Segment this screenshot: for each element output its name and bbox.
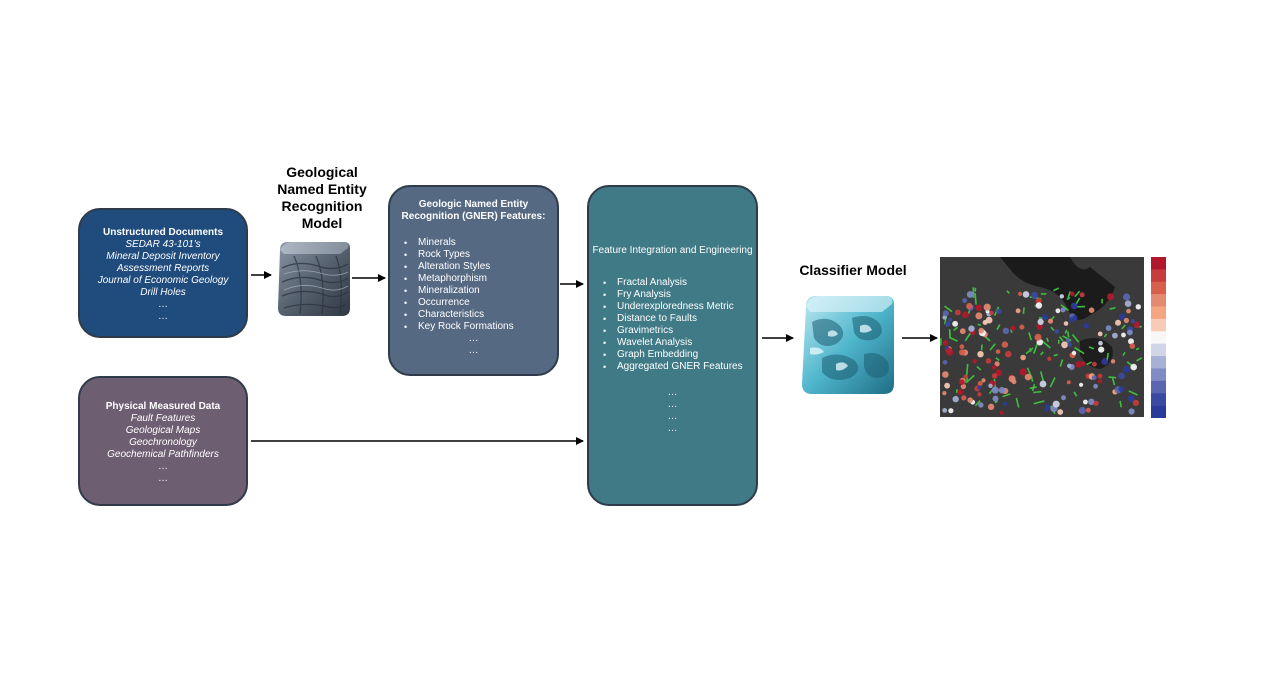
water-cube-icon	[802, 296, 894, 394]
integration-feature: Distance to Faults	[601, 313, 756, 325]
colorbar-cell	[1151, 380, 1166, 394]
physical-item: Geochronology	[129, 437, 197, 448]
integration-feature: Aggregated GNER Features	[601, 361, 756, 373]
integration-feature-list: Fractal Analysis Fry Analysis Underexplo…	[601, 277, 756, 373]
integration-feature: Graph Embedding	[601, 349, 756, 361]
gner-ellipsis: …	[468, 333, 479, 344]
integration-title: Feature Integration and Engineering	[592, 245, 753, 256]
gner-feature: Minerals	[402, 237, 557, 249]
gner-title: Geologic Named Entity Recognition (GNER)…	[401, 199, 546, 222]
colorbar-cell	[1151, 343, 1166, 357]
prospectivity-map-image	[940, 257, 1144, 417]
physical-measured-data-box: Physical Measured Data Fault Features Ge…	[78, 376, 248, 506]
colorbar-cell	[1151, 294, 1166, 307]
colorbar-cell	[1151, 356, 1166, 369]
gner-feature: Key Rock Formations	[402, 321, 557, 333]
colorbar-legend	[1151, 257, 1166, 418]
integration-ellipsis: …	[667, 387, 678, 398]
integration-feature: Fry Analysis	[601, 289, 756, 301]
feature-integration-box: Feature Integration and Engineering Frac…	[587, 185, 758, 506]
unstructured-item: SEDAR 43-101's	[125, 239, 201, 250]
unstructured-item: Drill Holes	[140, 287, 186, 298]
integration-ellipsis: …	[667, 399, 678, 410]
colorbar-cell	[1151, 306, 1166, 320]
integration-ellipsis-block: … … … …	[589, 387, 756, 435]
physical-ellipsis: …	[158, 461, 168, 472]
classifier-model-heading: Classifier Model	[799, 262, 907, 278]
rock-cube-icon	[278, 242, 350, 316]
unstructured-ellipsis: …	[158, 311, 168, 322]
colorbar-cell	[1151, 269, 1166, 283]
physical-item: Fault Features	[130, 413, 196, 424]
physical-item: Geological Maps	[125, 425, 201, 436]
colorbar-cell	[1151, 368, 1166, 382]
physical-item: Geochemical Pathfinders	[107, 449, 219, 460]
gner-features-box: Geologic Named Entity Recognition (GNER)…	[388, 185, 559, 376]
gner-feature: Alteration Styles	[402, 261, 557, 273]
unstructured-documents-title: Unstructured Documents	[102, 227, 223, 238]
integration-ellipsis: …	[667, 423, 678, 434]
physical-data-title: Physical Measured Data	[105, 401, 221, 412]
colorbar-cell	[1151, 318, 1166, 332]
gner-feature: Rock Types	[402, 249, 557, 261]
ner-model-heading: Geological Named Entity Recognition Mode…	[277, 164, 367, 231]
integration-feature: Wavelet Analysis	[601, 337, 756, 349]
unstructured-item: Assessment Reports	[116, 263, 210, 274]
integration-ellipsis: …	[667, 411, 678, 422]
gner-feature: Occurrence	[402, 297, 557, 309]
colorbar-cell	[1151, 281, 1166, 295]
unstructured-ellipsis: …	[158, 299, 168, 310]
integration-feature: Gravimetrics	[601, 325, 756, 337]
colorbar-cell	[1151, 257, 1166, 270]
colorbar-cell	[1151, 405, 1166, 418]
gner-feature: Characteristics	[402, 309, 557, 321]
physical-ellipsis: …	[158, 473, 168, 484]
unstructured-item: Mineral Deposit Inventory	[106, 251, 220, 262]
gner-feature-list: Minerals Rock Types Alteration Styles Me…	[402, 237, 557, 333]
unstructured-documents-box: Unstructured Documents SEDAR 43-101's Mi…	[78, 208, 248, 338]
gner-feature: Mineralization	[402, 285, 557, 297]
unstructured-item: Journal of Economic Geology	[97, 275, 229, 286]
colorbar-cell	[1151, 331, 1166, 344]
gner-ellipsis: …	[468, 345, 479, 356]
integration-feature: Fractal Analysis	[601, 277, 756, 289]
gner-feature: Metaphorphism	[402, 273, 557, 285]
colorbar-cell	[1151, 393, 1166, 406]
integration-feature: Underexploredness Metric	[601, 301, 756, 313]
